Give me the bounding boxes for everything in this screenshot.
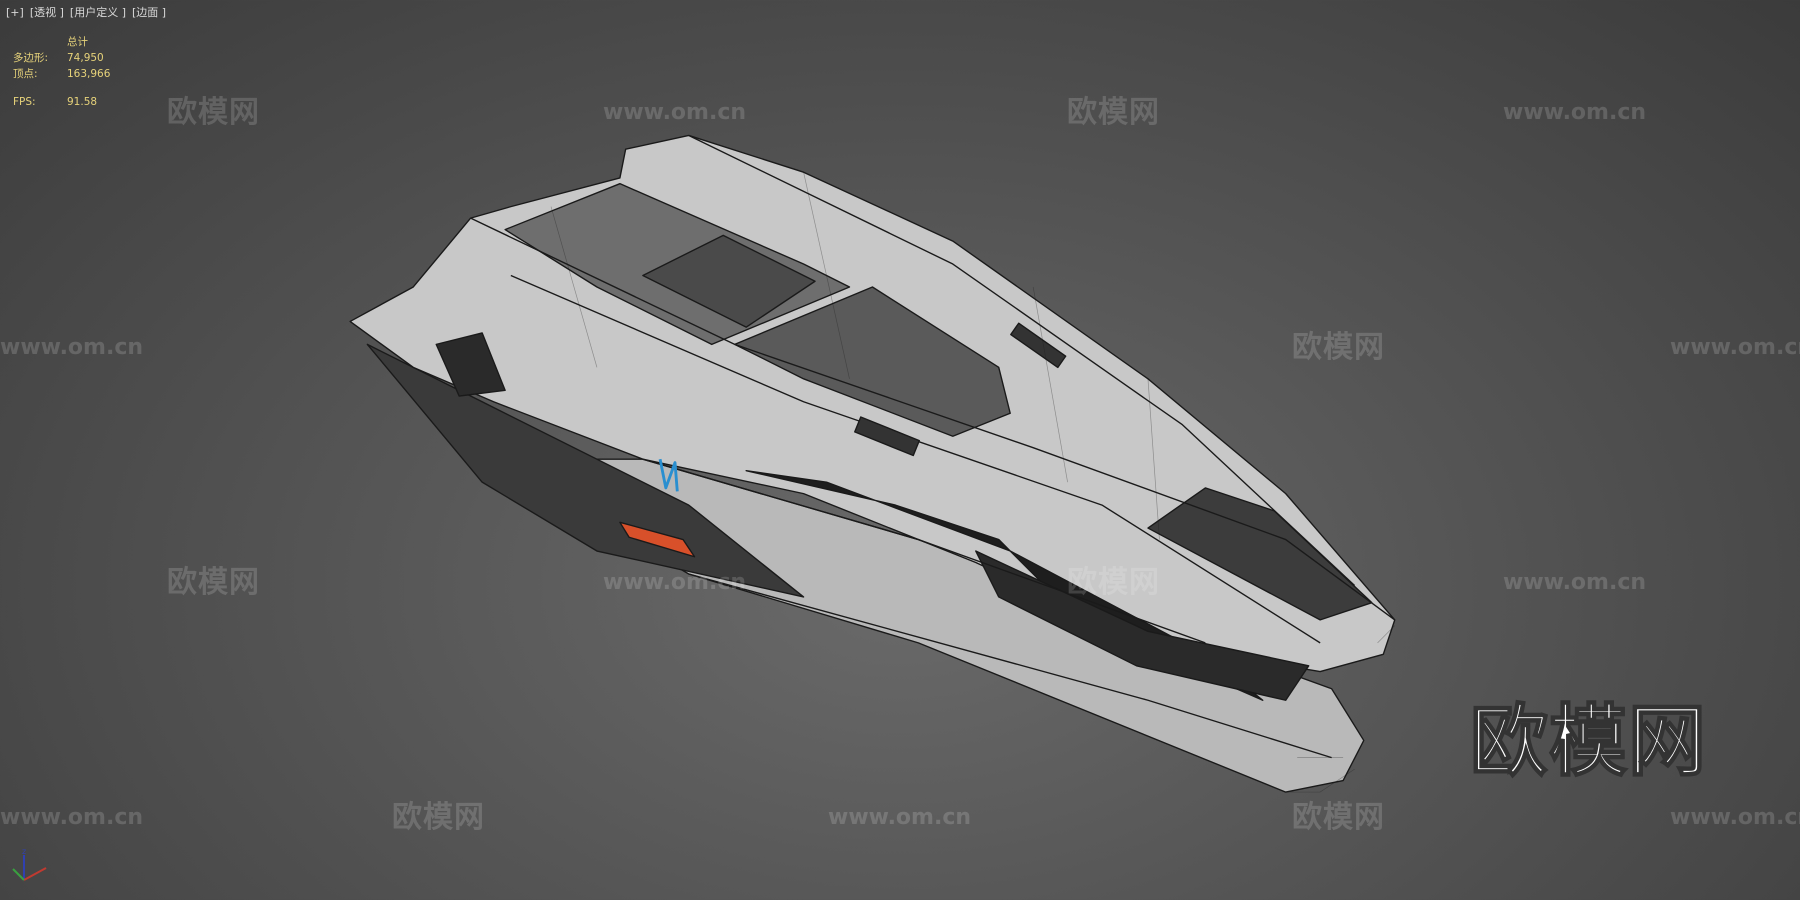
watermark: 欧模网 (1292, 800, 1385, 835)
viewport-menu-edges[interactable]: [边面 ] (132, 6, 167, 19)
model-panel-line (688, 134, 1356, 586)
watermark: www.om.cn (828, 805, 972, 830)
watermark: www.om.cn (1503, 570, 1647, 595)
stats-vertices-label: 顶点: (13, 68, 38, 80)
viewport-menu-plus[interactable]: [+] (6, 6, 24, 19)
axis-z-label: z (22, 847, 26, 856)
watermark: www.om.cn (1670, 805, 1800, 830)
watermark: 欧模网 (167, 95, 260, 130)
watermark: www.om.cn (603, 100, 747, 125)
watermark: 欧模网 (392, 800, 485, 835)
watermark: www.om.cn (603, 570, 747, 595)
watermark: www.om.cn (0, 335, 144, 360)
model-center-bay (734, 286, 1011, 437)
model-orange-stripe (619, 521, 696, 558)
axis-y-line (12, 868, 25, 881)
viewport-menu-view[interactable]: [透视 ] (29, 6, 64, 19)
axis-x-line (23, 867, 47, 881)
statistics-overlay: 总计 多边形: 74,950 顶点: 163,966 FPS: 91.58 (13, 34, 110, 110)
axis-gizmo-icon: z (12, 847, 47, 881)
stats-fps-label: FPS: (13, 96, 36, 108)
model-blue-marking (658, 458, 679, 492)
model-rear-intake (435, 332, 506, 397)
stats-vertices-value: 163,966 (67, 68, 111, 80)
model-hatch (642, 234, 816, 328)
model-vent (854, 416, 920, 457)
watermark: 欧模网 (1292, 330, 1385, 365)
model-underside (366, 343, 805, 598)
viewport-label-bar: [+] [透视 ] [用户定义 ] [边面 ] (6, 6, 166, 20)
model-panel-line (510, 274, 1321, 644)
viewport-menu-shading[interactable]: [用户定义 ] (69, 6, 126, 19)
model-panel-line (688, 573, 1332, 759)
stats-fps-value: 91.58 (67, 96, 98, 108)
stats-polygons-label: 多边形: (13, 52, 49, 64)
model-wireframe-edges (550, 172, 1160, 540)
model-panel-line (470, 217, 1396, 621)
watermark: www.om.cn (0, 805, 144, 830)
logo-watermark: 欧模网 (1469, 697, 1708, 787)
watermark: 欧模网 (1067, 95, 1160, 130)
model-side-panel (975, 550, 1310, 701)
stats-header: 总计 (67, 36, 88, 48)
stats-polygons-value: 74,950 (67, 52, 104, 64)
model-wireframe-edges (1285, 625, 1396, 793)
model-panel-line (642, 458, 1206, 644)
watermark: 欧模网 (1067, 565, 1160, 600)
model-vent (1010, 322, 1067, 369)
watermark: www.om.cn (1503, 100, 1647, 125)
watermark: www.om.cn (1670, 335, 1800, 360)
watermark: 欧模网 (167, 565, 260, 600)
